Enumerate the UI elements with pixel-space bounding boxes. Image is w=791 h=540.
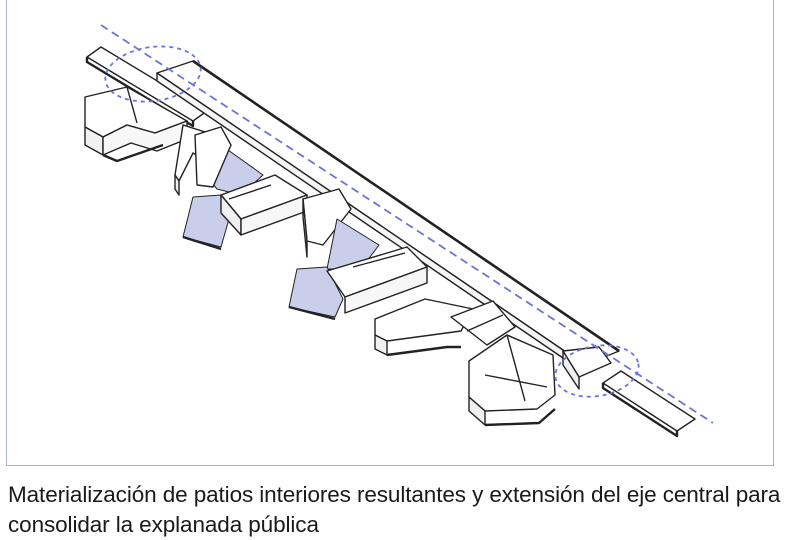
block-7 [468,334,556,427]
block-6 [450,300,516,346]
patio-2 [288,218,380,321]
axonometric-drawing [84,24,714,438]
diagram-frame [6,0,774,466]
block-1 [84,86,188,163]
extension-circle-right [554,344,640,398]
central-spine [156,59,620,374]
block-5 [374,298,474,357]
figure-caption: Materialización de patios interiores res… [8,482,781,537]
block-4 [326,246,428,314]
axis-line [100,24,714,424]
block-2 [194,126,308,236]
extension-circle-left [104,45,202,103]
block-8 [562,346,612,390]
